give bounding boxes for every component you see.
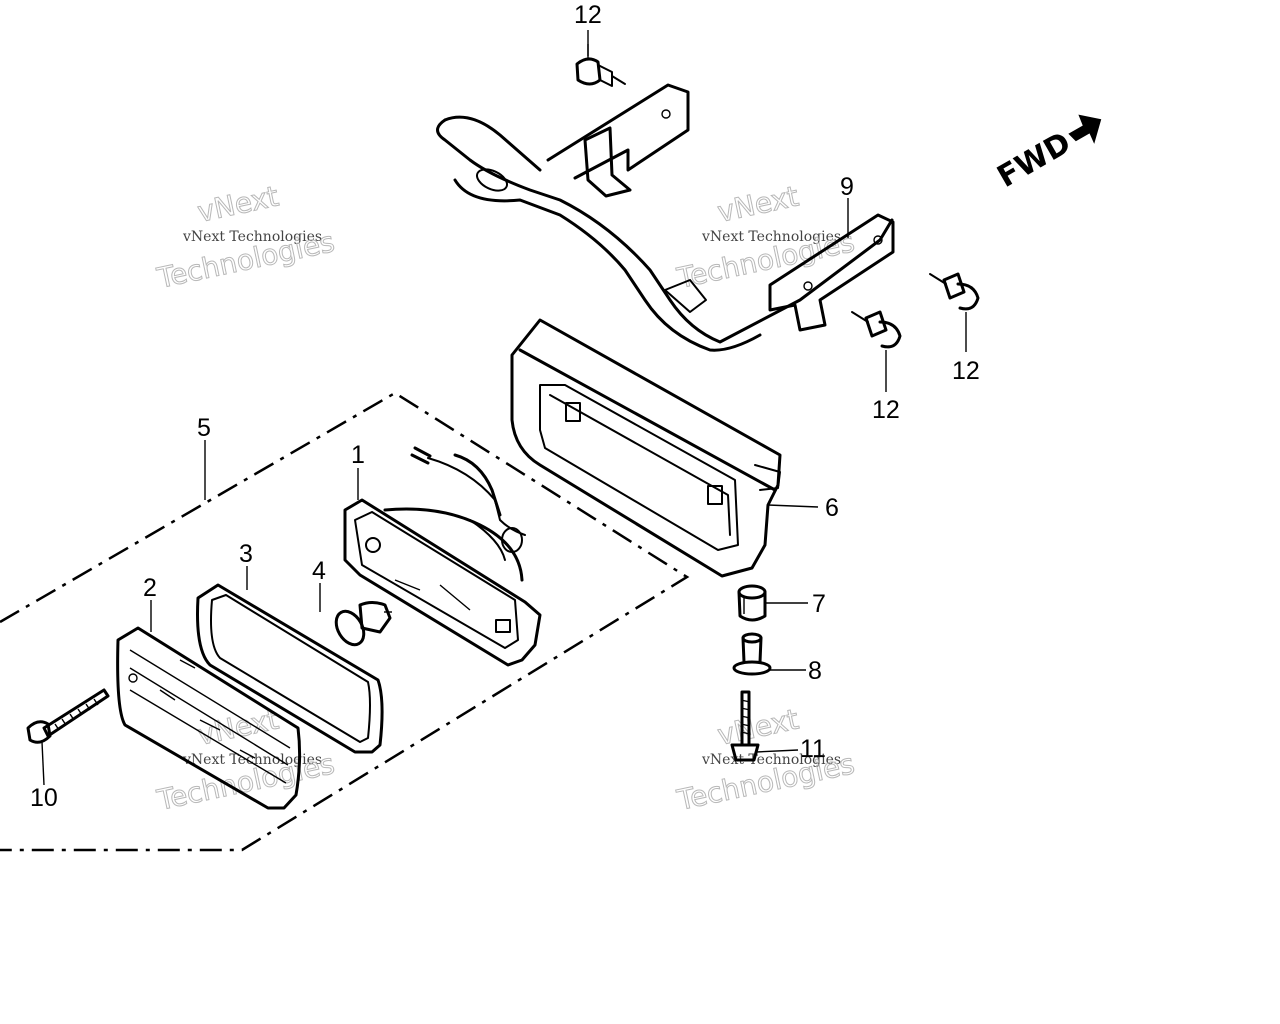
svg-text:FWD: FWD [992, 125, 1077, 195]
svg-text:vNext: vNext [195, 180, 282, 229]
socket-part-1 [343, 446, 542, 667]
screw-part-10 [26, 688, 110, 786]
callout-6: 6 [825, 494, 839, 522]
callout-2: 2 [143, 574, 157, 602]
bolt-part-12-middle [851, 310, 902, 392]
bracket-part-9 [436, 83, 895, 352]
callout-12-right: 12 [952, 357, 980, 385]
svg-text:vNext Technologies: vNext Technologies [701, 229, 841, 245]
lens-part-2 [116, 626, 302, 810]
bolt-part-12-top [575, 44, 626, 87]
callout-7: 7 [812, 590, 826, 618]
housing-part-6 [510, 318, 782, 578]
forward-arrow-icon: FWD [992, 114, 1102, 195]
collar-part-7 [737, 584, 767, 622]
sleeve-part-8 [732, 632, 772, 676]
callout-9: 9 [840, 173, 854, 201]
callout-8: 8 [808, 657, 822, 685]
svg-text:vNext Technologies: vNext Technologies [182, 229, 322, 245]
callout-3: 3 [239, 540, 253, 568]
callout-12-top: 12 [574, 1, 602, 29]
leader-lines [150, 30, 849, 753]
screw-part-11 [730, 690, 760, 762]
gasket-part-3 [196, 583, 384, 754]
callout-11: 11 [800, 735, 826, 763]
callout-1: 1 [351, 441, 365, 469]
svg-text:vNext: vNext [715, 180, 802, 229]
watermark-top-left: vNext vNext Technologies Technologies [153, 179, 338, 295]
callout-12-middle: 12 [872, 396, 900, 424]
callout-5: 5 [197, 414, 211, 442]
assembly-outline-part-5 [0, 391, 690, 852]
callout-10: 10 [30, 784, 58, 812]
bulb-part-4 [334, 601, 392, 647]
bolt-part-12-right [929, 272, 980, 352]
watermark-bottom-right: vNext vNext Technologies Technologies [673, 702, 858, 817]
callout-4: 4 [312, 557, 326, 585]
